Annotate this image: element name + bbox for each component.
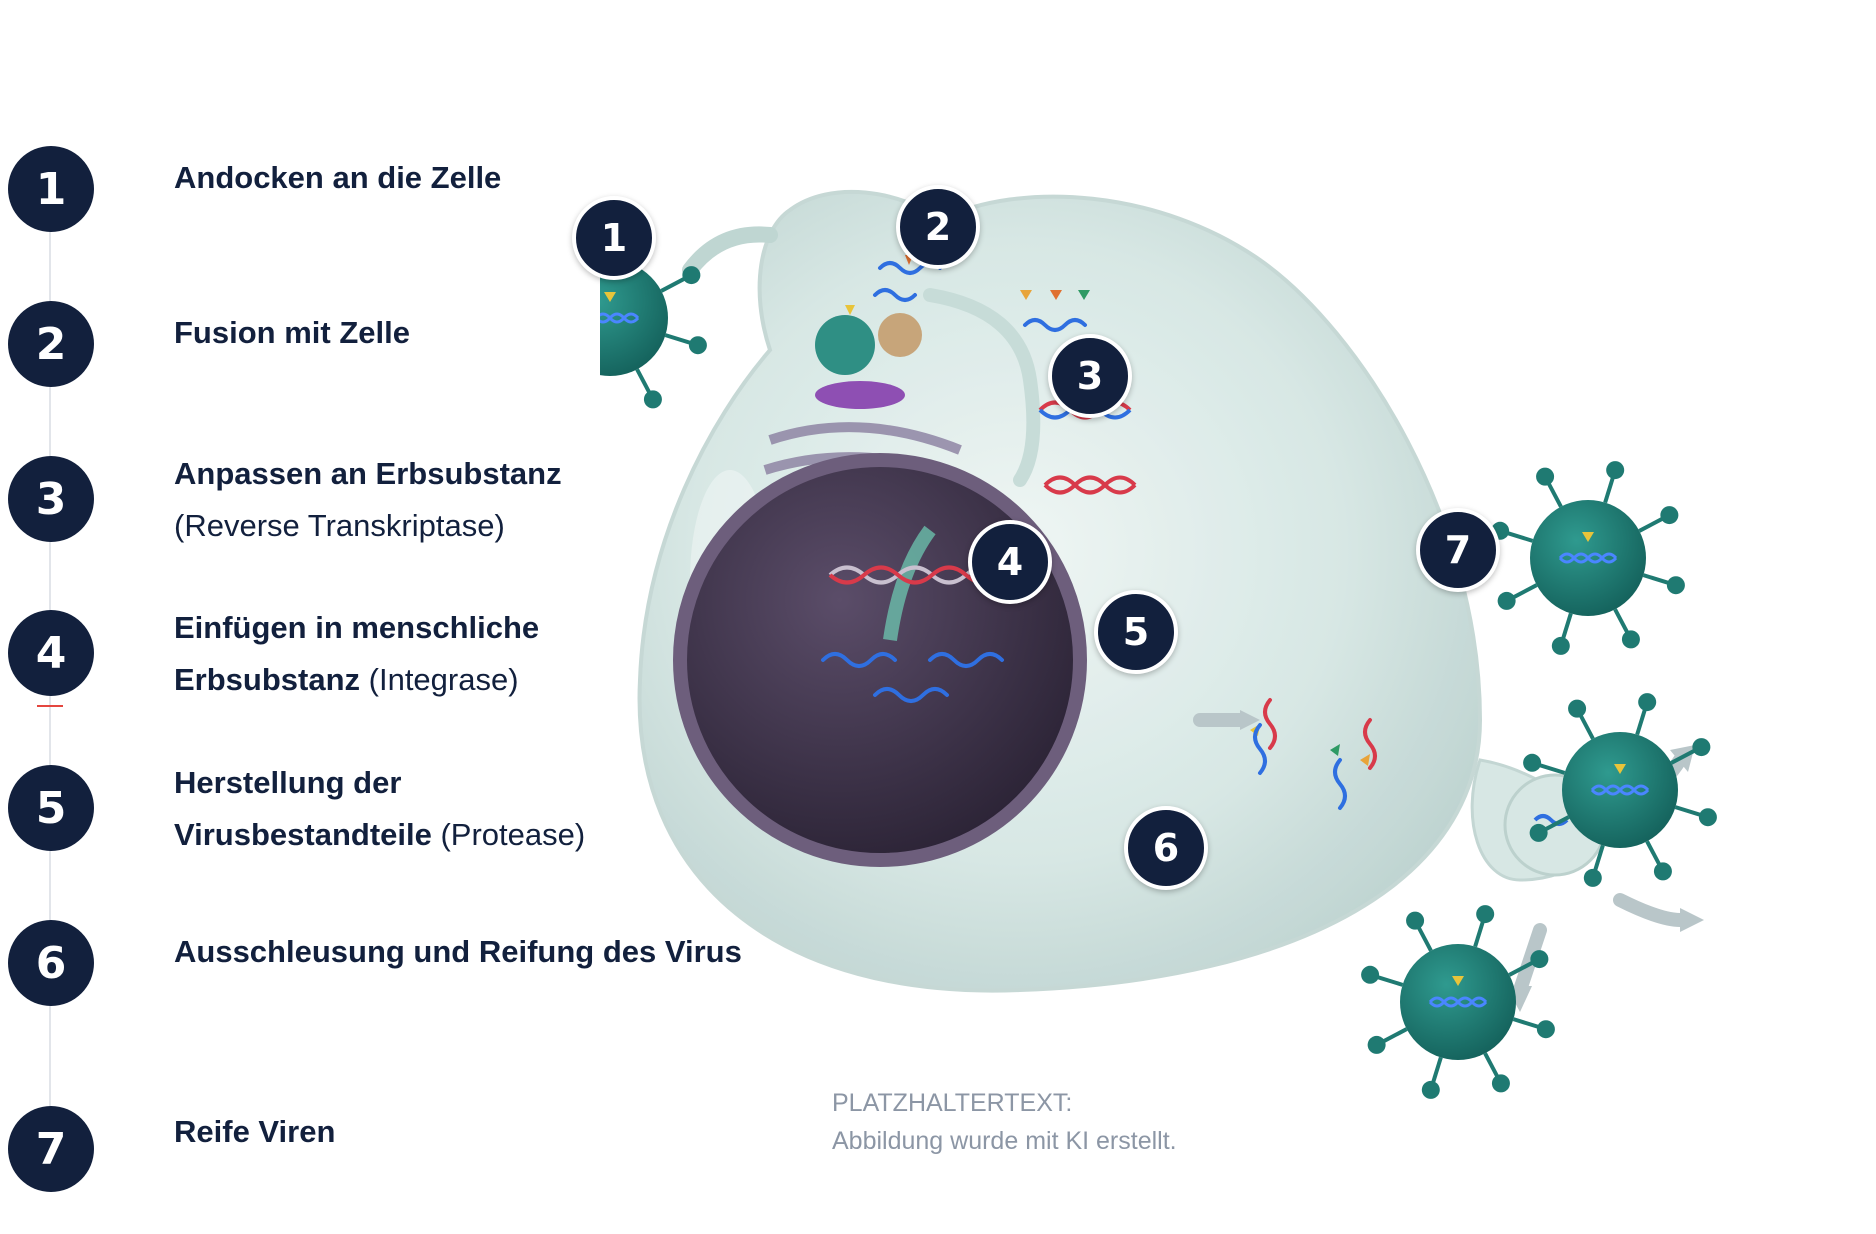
illustration-svg [600, 189, 1717, 1099]
step-subtitle: (Reverse Transkriptase) [174, 508, 505, 543]
virus-particles [600, 221, 1717, 1099]
step-7: 7 Reife Viren [8, 1106, 335, 1192]
callout-4: 4 [968, 520, 1052, 604]
step-1: 1 Andocken an die Zelle [8, 146, 501, 232]
step-2: 2 Fusion mit Zelle [8, 301, 410, 387]
step-title: Einfügen in menschliche [174, 610, 540, 645]
nucleus [673, 453, 1087, 867]
hiv-lifecycle-illustration: 1 2 3 4 5 7 6 [572, 120, 1876, 1234]
step-enzyme: (Protease) [431, 817, 586, 852]
entry-arrow [682, 226, 778, 278]
callout-1: 1 [572, 196, 656, 280]
step-number-badge: 6 [8, 920, 94, 1006]
virus-particle [1361, 905, 1555, 1099]
virus-particle [1491, 461, 1685, 655]
step-title: Fusion mit Zelle [174, 315, 410, 350]
step-title: Anpassen an Erbsubstanz [174, 456, 562, 491]
step-6: 6 Ausschleusung und Reifung des Virus [8, 920, 742, 1006]
timeline-marker [37, 705, 63, 707]
virus-particle [600, 221, 707, 409]
release-arrow-down [1513, 923, 1547, 997]
step-number-badge: 4 [8, 610, 94, 696]
step-3: 3 Anpassen an Erbsubstanz (Reverse Trans… [8, 456, 562, 552]
step-title: Reife Viren [174, 1114, 336, 1149]
step-number-badge: 2 [8, 301, 94, 387]
step-number-badge: 7 [8, 1106, 94, 1192]
step-title: Andocken an die Zelle [174, 160, 502, 195]
budding-rna [1253, 698, 1377, 810]
transcription-arrow [923, 288, 1041, 487]
callout-3: 3 [1048, 334, 1132, 418]
callout-5: 5 [1094, 590, 1178, 674]
step-title: Herstellung der [174, 765, 402, 800]
step-list: 1 Andocken an die Zelle 2 Fusion mit Zel… [0, 0, 760, 1234]
callout-2: 2 [896, 185, 980, 269]
step-number-badge: 5 [8, 765, 94, 851]
release-arrow-right [1613, 893, 1687, 927]
step-title: Ausschleusung und Reifung des Virus [174, 934, 742, 969]
step-5: 5 Herstellung der Virusbestandteile (Pro… [8, 765, 585, 861]
step-enzyme: (Integrase) [360, 662, 519, 697]
ribosome-complex [815, 313, 922, 409]
step-title-line2: Virusbestandteile [174, 817, 432, 852]
step-number-badge: 3 [8, 456, 94, 542]
callout-6: 6 [1124, 806, 1208, 890]
step-number-badge: 1 [8, 146, 94, 232]
step-4: 4 Einfügen in menschliche Erbsubstanz (I… [8, 610, 539, 706]
callout-7: 7 [1416, 508, 1500, 592]
note-text: Abbildung wurde mit KI erstellt. [832, 1127, 1177, 1155]
virus-particle [1523, 693, 1717, 887]
placeholder-note: PLATZHALTERTEXT: Abbildung wurde mit KI … [832, 1084, 1177, 1160]
step-title-line2: Erbsubstanz [174, 662, 361, 697]
note-heading: PLATZHALTERTEXT: [832, 1089, 1073, 1117]
